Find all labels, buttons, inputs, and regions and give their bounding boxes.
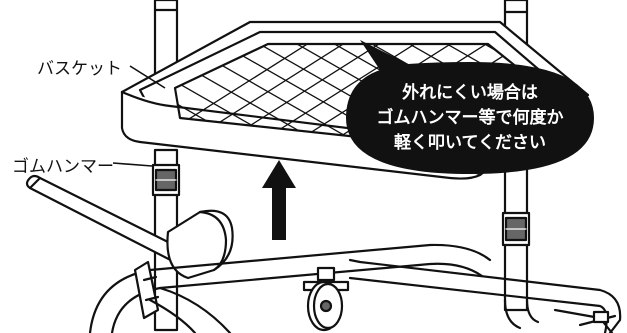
callout-bubble	[346, 40, 594, 174]
callout-line-1: 外れにくい場合は	[402, 82, 538, 103]
rubber-hammer-label: ゴムハンマー	[12, 157, 114, 177]
up-arrow-icon	[262, 160, 296, 240]
caster-wheel	[302, 266, 350, 332]
basket-label: バスケット	[37, 59, 122, 79]
callout-text: 外れにくい場合は ゴムハンマー等で何度か 軽く叩いてください	[346, 62, 594, 174]
base-frame	[88, 243, 622, 333]
callout-line-3: 軽く叩いてください	[394, 132, 546, 153]
rubber-hammer	[25, 174, 234, 280]
callout-line-2: ゴムハンマー等で何度か	[376, 107, 564, 128]
